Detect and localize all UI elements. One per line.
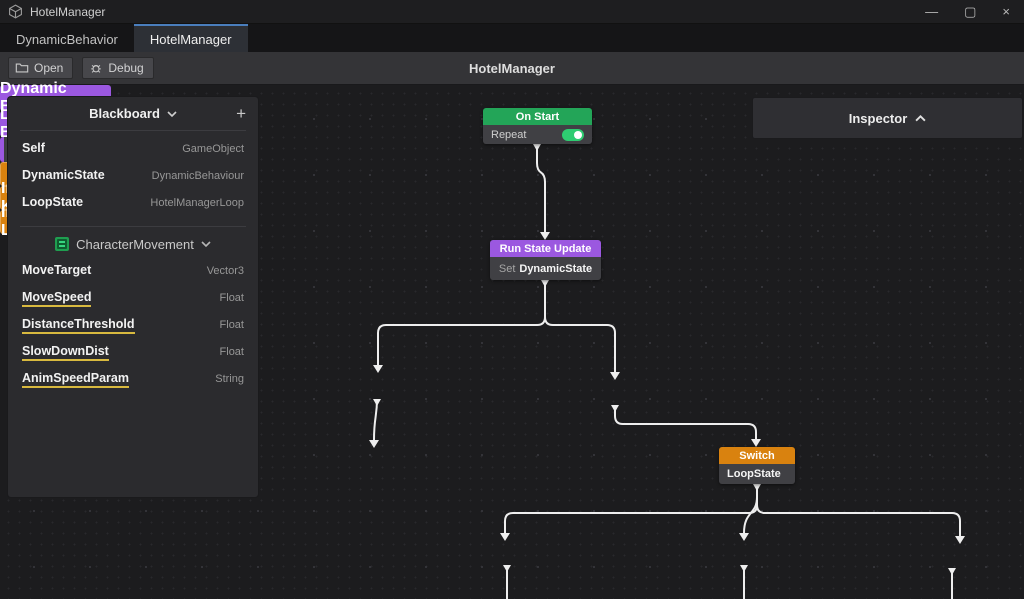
set-label: Set — [499, 263, 516, 275]
blackboard-variable-loopstate[interactable]: LoopState HotelManagerLoop — [22, 195, 244, 222]
close-button[interactable]: × — [1002, 0, 1010, 24]
repeat-label: Repeat — [491, 129, 526, 141]
titlebar: HotelManager — ▢ × — [0, 0, 1024, 24]
repeat-toggle[interactable] — [562, 129, 584, 141]
debug-label: Debug — [108, 61, 143, 75]
node-on-start[interactable]: On Start Repeat — [483, 108, 592, 144]
maximize-button[interactable]: ▢ — [964, 0, 976, 24]
variable-type: Vector3 — [207, 265, 244, 277]
node-title: Switch — [719, 447, 795, 464]
inspector-title: Inspector — [849, 111, 908, 126]
switch-value: LoopState — [727, 468, 781, 480]
variable-type: Float — [220, 346, 244, 358]
blackboard-header[interactable]: Blackboard + — [8, 97, 258, 130]
blackboard-variable-self[interactable]: Self GameObject — [22, 141, 244, 168]
section-label: CharacterMovement — [76, 237, 194, 252]
blackboard-panel: Blackboard + Self GameObject DynamicStat… — [8, 97, 258, 497]
chevron-down-icon — [201, 240, 211, 248]
variable-type: GameObject — [182, 143, 244, 155]
variable-type: Float — [220, 319, 244, 331]
window-title: HotelManager — [30, 5, 105, 19]
node-switch[interactable]: Switch LoopState — [719, 447, 795, 484]
variable-name: DistanceThreshold — [22, 317, 135, 334]
blackboard-variable-movetarget[interactable]: MoveTarget Vector3 — [22, 263, 244, 290]
blackboard-variable-dynamicstate[interactable]: DynamicState DynamicBehaviour — [22, 168, 244, 195]
variable-name: DynamicState — [22, 168, 105, 182]
variable-type: Float — [220, 292, 244, 304]
app-cube-icon — [8, 4, 23, 19]
variable-name: SlowDownDist — [22, 344, 109, 361]
chevron-down-icon — [167, 110, 177, 118]
open-label: Open — [34, 61, 63, 75]
blackboard-variable-distancethreshold[interactable]: DistanceThreshold Float — [22, 317, 244, 344]
script-icon — [55, 237, 69, 251]
minimize-button[interactable]: — — [925, 0, 938, 24]
section-charactermovement[interactable]: CharacterMovement — [8, 227, 258, 261]
variable-type: String — [215, 373, 244, 385]
blackboard-variable-slowdowndist[interactable]: SlowDownDist Float — [22, 344, 244, 371]
node-title: On Start — [483, 108, 592, 125]
variable-name: LoopState — [22, 195, 83, 209]
blackboard-variable-movespeed[interactable]: MoveSpeed Float — [22, 290, 244, 317]
debug-button[interactable]: Debug — [82, 57, 153, 79]
set-value: DynamicState — [519, 263, 592, 275]
folder-icon — [15, 61, 29, 75]
variable-name: MoveSpeed — [22, 290, 91, 307]
blackboard-variable-animspeedparam[interactable]: AnimSpeedParam String — [22, 371, 244, 398]
open-button[interactable]: Open — [8, 57, 73, 79]
chevron-up-icon — [915, 114, 926, 123]
variable-name: MoveTarget — [22, 263, 91, 277]
graph-canvas[interactable]: Blackboard + Self GameObject DynamicStat… — [0, 85, 1024, 599]
tab-dynamicbehavior[interactable]: DynamicBehavior — [0, 24, 134, 52]
variable-name: AnimSpeedParam — [22, 371, 129, 388]
tab-hotelmanager[interactable]: HotelManager — [134, 24, 248, 52]
variable-type: HotelManagerLoop — [150, 197, 244, 209]
bug-icon — [89, 61, 103, 75]
inspector-panel[interactable]: Inspector — [753, 98, 1022, 138]
tab-bar: DynamicBehavior HotelManager — [0, 24, 1024, 52]
variable-type: DynamicBehaviour — [152, 170, 244, 182]
node-title: Run State Update — [490, 240, 601, 257]
toolbar: HotelManager Open Debug — [0, 52, 1024, 85]
blackboard-title: Blackboard — [89, 106, 160, 121]
variable-name: Self — [22, 141, 45, 155]
node-run-state-update[interactable]: Run State Update Set DynamicState — [490, 240, 601, 280]
add-variable-button[interactable]: + — [236, 97, 246, 130]
